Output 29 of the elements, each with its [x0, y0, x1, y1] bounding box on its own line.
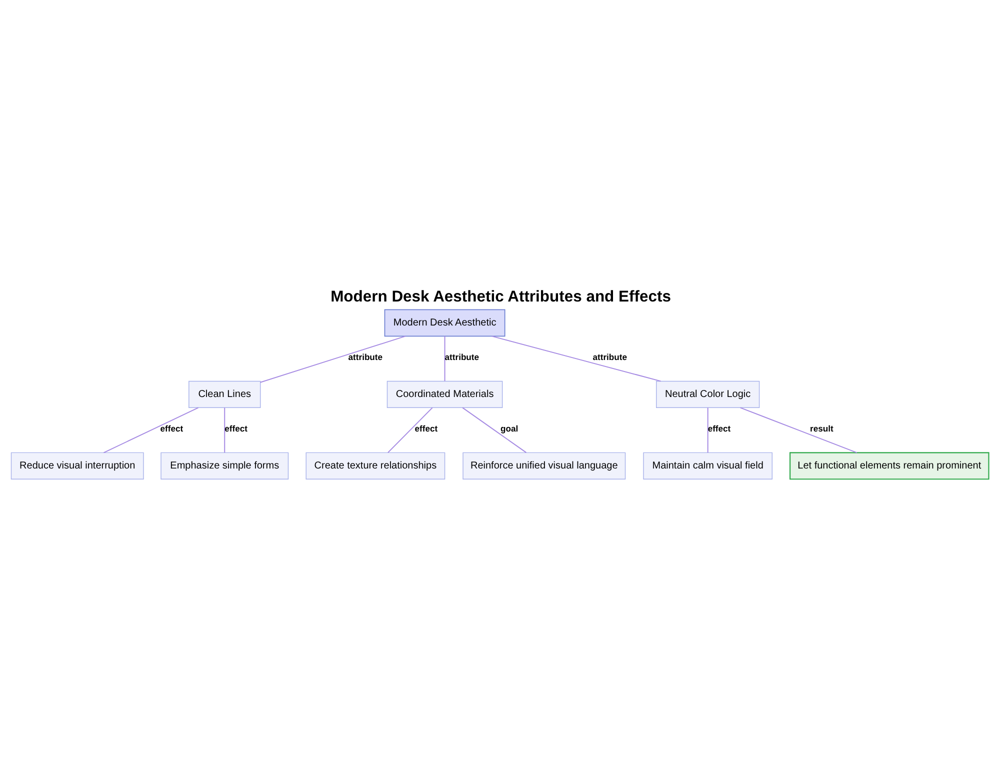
node-box: Maintain calm visual field — [643, 452, 773, 480]
node-box: Modern Desk Aesthetic — [384, 309, 506, 337]
node-box: Clean Lines — [188, 380, 261, 408]
node-box: Reduce visual interruption — [10, 452, 144, 480]
edge-label: attribute — [348, 352, 383, 362]
connector — [260, 336, 406, 383]
edge-label: result — [810, 424, 834, 434]
edge-label: effect — [414, 424, 438, 434]
node-box: Let functional elements remain prominent — [790, 452, 990, 480]
edge-label: effect — [160, 424, 184, 434]
node-box: Emphasize simple forms — [160, 452, 289, 480]
node-box: Create texture relationships — [306, 452, 446, 480]
node-box: Reinforce unified visual language — [462, 452, 626, 480]
connector — [103, 407, 199, 454]
connector — [444, 336, 446, 382]
connector — [224, 407, 226, 454]
node-box: Coordinated Materials — [386, 380, 503, 408]
edge-label: attribute — [592, 352, 627, 362]
connector — [707, 407, 708, 454]
connector — [491, 336, 662, 382]
connector — [740, 407, 858, 454]
edge-label: attribute — [444, 352, 480, 362]
diagram-title: Modern Desk Aesthetic Attributes and Effects — [330, 288, 671, 306]
edge-label: effect — [224, 424, 248, 434]
connector — [462, 407, 527, 454]
edge-label: effect — [708, 424, 731, 434]
edge-label: goal — [500, 424, 518, 434]
node-box: Neutral Color Logic — [656, 380, 760, 408]
connector — [387, 407, 433, 454]
